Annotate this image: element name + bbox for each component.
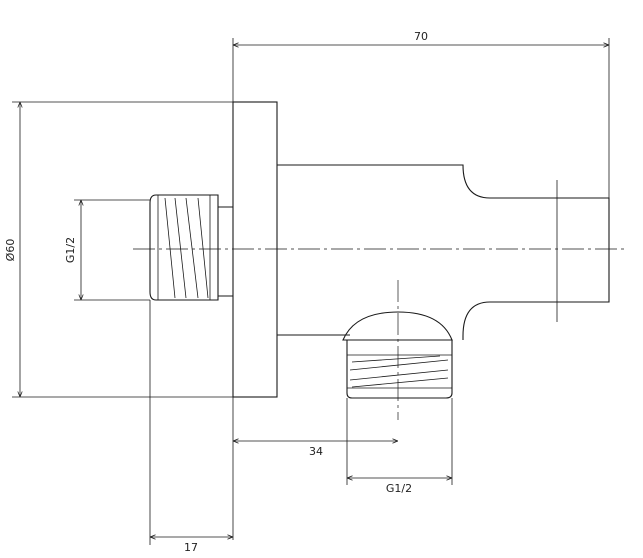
dimension-thread-inlet: G1/2 [64, 199, 150, 301]
dimension-width-total-label: 70 [414, 30, 428, 43]
dimension-thread-outlet: G1/2 [346, 398, 453, 495]
dimension-outlet-offset-label: 34 [309, 445, 323, 458]
dimension-outlet-offset: 34 [232, 397, 398, 540]
dimension-diameter: Ø60 [4, 101, 233, 398]
dimension-thread-outlet-label: G1/2 [386, 482, 412, 495]
inlet-threaded-nut [149, 194, 233, 301]
outlet-threaded-nut [346, 339, 453, 399]
outlet-dome [342, 311, 453, 341]
elbow-body [277, 164, 610, 340]
dimension-width-total: 70 [232, 30, 610, 198]
dimension-nut-length-label: 17 [184, 541, 198, 554]
dimension-diameter-label: Ø60 [4, 239, 17, 262]
center-lines [133, 180, 625, 420]
wall-flange [232, 101, 278, 398]
dimension-nut-length: 17 [149, 300, 233, 554]
dimension-thread-inlet-label: G1/2 [64, 237, 77, 263]
